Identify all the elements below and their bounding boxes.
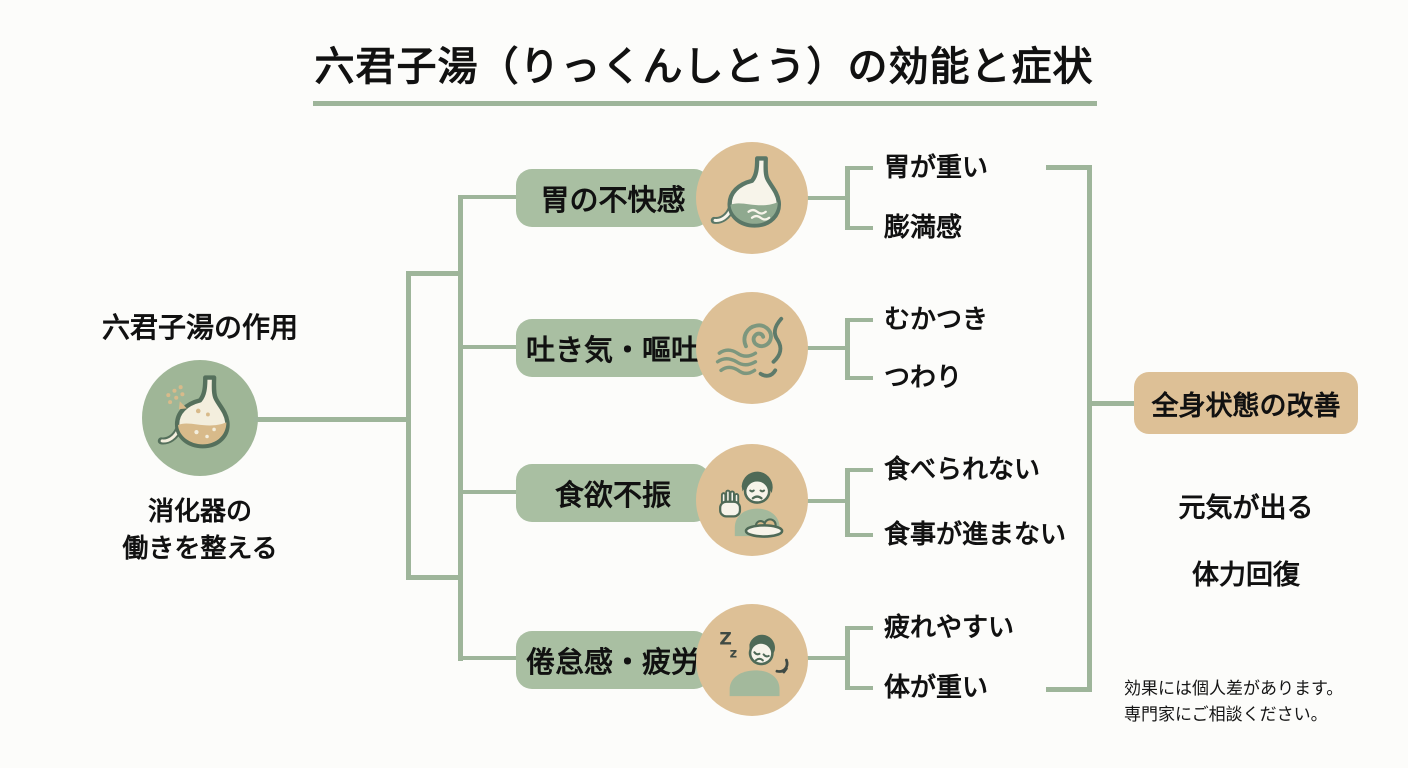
bracket-stub-4b xyxy=(845,686,873,690)
source-node xyxy=(142,360,258,476)
symptom-label: 膨満感 xyxy=(884,213,963,243)
stomach-icon xyxy=(156,374,244,462)
nausea-icon xyxy=(709,305,795,391)
connector-branch-4 xyxy=(458,656,518,660)
connector-main xyxy=(254,417,410,422)
bracket-stub-1b xyxy=(845,226,873,230)
branch-circle-2 xyxy=(696,292,808,404)
symptom-label: 疲れやすい xyxy=(884,613,1015,643)
connector-branch-1 xyxy=(458,195,518,199)
branch-circle-1 xyxy=(696,142,808,254)
bracket-vertical-4 xyxy=(845,626,850,690)
effect-label: 元気が出る xyxy=(1178,493,1314,524)
symptom-label: 胃が重い xyxy=(884,153,989,183)
bracket-vertical-1 xyxy=(845,166,850,230)
connector-spine-outer xyxy=(458,196,463,661)
branch-circle-4: Z z xyxy=(696,604,808,716)
symptom-label: 体が重い xyxy=(884,673,989,703)
symptom-label: むかつき xyxy=(884,305,989,335)
bracket-stub-1a xyxy=(845,166,873,170)
branch-box-2: 吐き気・嘔吐 xyxy=(516,319,710,377)
branch-circle-3 xyxy=(696,444,808,556)
bracket-vertical-3 xyxy=(845,468,850,537)
bracket-stub-2b xyxy=(845,376,873,380)
fatigue-icon: Z z xyxy=(709,617,795,703)
appetite-loss-icon xyxy=(709,457,795,543)
bracket-link-4 xyxy=(806,656,846,660)
svg-text:Z: Z xyxy=(719,630,731,650)
source-label: 六君子湯の作用 xyxy=(101,311,298,344)
bracket-link-3 xyxy=(806,499,846,503)
symptom-label: 食事が進まない xyxy=(884,520,1067,550)
bracket-stub-4a xyxy=(845,626,873,630)
symptom-label: 食べられない xyxy=(884,455,1041,485)
connector-cross-bottom xyxy=(406,575,463,580)
connector-spine-inner xyxy=(406,271,411,580)
disclaimer: 効果には個人差があります。 専門家にご相談ください。 xyxy=(1124,676,1404,728)
symptom-label: つわり xyxy=(884,363,963,393)
svg-text:z: z xyxy=(730,646,738,661)
result-bracket-connector xyxy=(1087,401,1134,406)
bracket-link-2 xyxy=(806,346,846,350)
bracket-stub-3b xyxy=(845,533,873,537)
title-underline xyxy=(313,101,1097,106)
bracket-link-1 xyxy=(806,196,846,200)
connector-cross-top xyxy=(406,271,463,276)
result-bracket-top xyxy=(1046,165,1092,170)
result-bracket-vertical xyxy=(1087,165,1092,692)
page-title: 六君子湯（りっくんしとう）の効能と症状 xyxy=(314,44,1094,90)
result-box: 全身状態の改善 xyxy=(1134,372,1358,434)
bracket-stub-2a xyxy=(845,318,873,322)
stomach-discomfort-icon xyxy=(709,155,795,241)
disclaimer-line2: 専門家にご相談ください。 xyxy=(1124,705,1328,725)
source-caption: 消化器の 働きを整える xyxy=(60,494,340,568)
disclaimer-line1: 効果には個人差があります。 xyxy=(1124,679,1344,699)
source-caption-line2: 働きを整える xyxy=(122,534,278,564)
result-bracket-bottom xyxy=(1046,687,1092,692)
branch-box-4: 倦怠感・疲労 xyxy=(516,631,710,689)
effect-label: 体力回復 xyxy=(1192,560,1300,591)
branch-box-3: 食欲不振 xyxy=(516,464,710,522)
connector-branch-3 xyxy=(458,490,518,494)
source-caption-line1: 消化器の xyxy=(147,497,252,527)
bracket-stub-3a xyxy=(845,468,873,472)
branch-box-1: 胃の不快感 xyxy=(516,169,710,227)
bracket-vertical-2 xyxy=(845,318,850,380)
connector-branch-2 xyxy=(458,345,518,349)
